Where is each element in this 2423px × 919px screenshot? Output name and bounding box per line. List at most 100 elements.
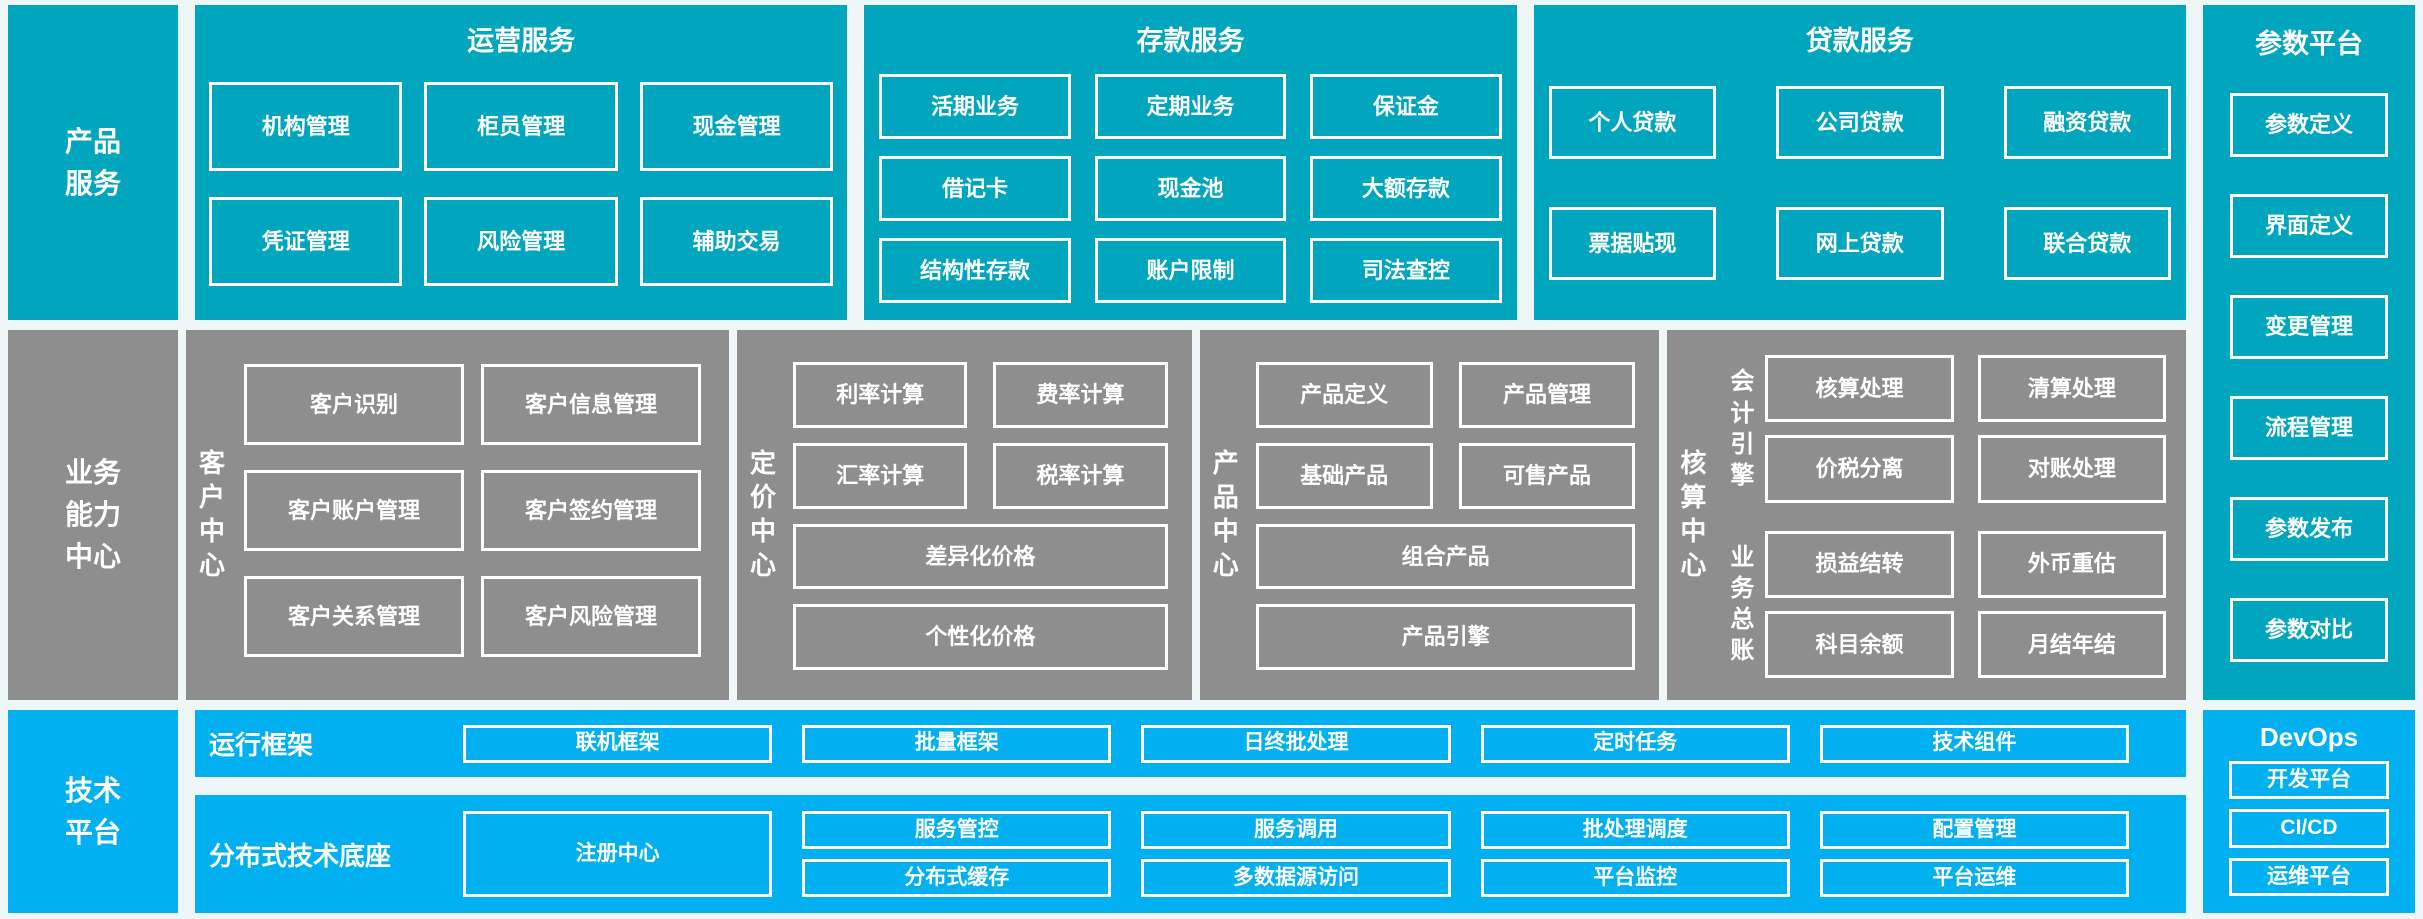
distributed-base-grid: 注册中心 服务管控 服务调用 批处理调度 配置管理 分布式缓存 多数据源访问 平… <box>463 811 2129 897</box>
module-box-bill-discount: 票据贴现 <box>1548 207 1717 280</box>
section-pricing-center: 定价中心 利率计算 费率计算 汇率计算 税率计算 差异化价格 个性化价格 <box>737 330 1192 700</box>
right-column: 参数平台 参数定义 界面定义 变更管理 流程管理 参数发布 参数对比 DevOp… <box>2203 5 2415 913</box>
module-box-financing-loan: 融资贷款 <box>2003 86 2171 159</box>
module-box-interest-rate-calc: 利率计算 <box>793 362 968 428</box>
module-box-teller-mgmt: 柜员管理 <box>424 82 618 171</box>
module-box-month-year-end: 月结年结 <box>1977 610 2167 678</box>
accounting-engine-label: 会计引擎 <box>1730 368 1755 489</box>
module-box-customer-contract-mgmt: 客户签约管理 <box>481 470 702 551</box>
product-center-label: 产品中心 <box>1212 448 1239 580</box>
section-customer-center: 客户中心 客户识别 客户信息管理 客户账户管理 客户签约管理 客户关系管理 客户… <box>186 330 730 700</box>
operations-grid: 机构管理 柜员管理 现金管理 凭证管理 风险管理 辅助交易 <box>195 58 847 320</box>
module-box-customer-identification: 客户识别 <box>244 364 464 445</box>
module-box-product-definition: 产品定义 <box>1255 362 1433 428</box>
product-center-grid: 产品定义 产品管理 基础产品 可售产品 组合产品 产品引擎 <box>1252 330 1660 700</box>
section-title-loan: 贷款服务 <box>1805 26 1914 56</box>
accounting-center-label: 核算中心 <box>1680 448 1707 580</box>
section-operations-services: 运营服务 机构管理 柜员管理 现金管理 凭证管理 风险管理 辅助交易 <box>195 5 848 320</box>
module-box-cash-pool: 现金池 <box>1094 156 1287 221</box>
row-label-technology-platform: 技术 平台 <box>8 710 178 913</box>
module-box-service-governance: 服务管控 <box>802 811 1112 849</box>
section-title-deposit: 存款服务 <box>1136 26 1245 56</box>
row-label-product-services: 产品 服务 <box>8 5 178 320</box>
module-box-batch-framework: 批量框架 <box>802 724 1112 763</box>
module-box-combined-product: 组合产品 <box>1255 523 1636 590</box>
module-box-batch-scheduling: 批处理调度 <box>1480 811 1790 849</box>
module-box-debit-card: 借记卡 <box>879 156 1071 221</box>
module-box-eod-batch: 日终批处理 <box>1141 724 1451 763</box>
module-box-subject-balance: 科目余额 <box>1765 610 1954 678</box>
distributed-base-strip: 分布式技术底座 注册中心 服务管控 服务调用 批处理调度 配置管理 分布式缓存 … <box>195 795 2186 913</box>
module-box-cicd: CI/CD <box>2229 809 2389 848</box>
business-ledger-grid: 损益结转 外币重估 科目余额 月结年结 <box>1765 530 2167 678</box>
module-box-accounting-processing: 核算处理 <box>1765 355 1954 423</box>
module-box-account-restriction: 账户限制 <box>1094 238 1287 303</box>
module-box-customer-relation-mgmt: 客户关系管理 <box>244 576 464 657</box>
module-box-reconciliation: 对账处理 <box>1977 435 2167 503</box>
module-box-ops-platform: 运维平台 <box>2229 857 2389 896</box>
module-box-voucher-mgmt: 凭证管理 <box>209 197 403 286</box>
customer-center-label: 客户中心 <box>198 448 225 580</box>
parameter-platform-list: 参数定义 界面定义 变更管理 流程管理 参数发布 参数对比 <box>2203 61 2415 700</box>
module-box-distributed-cache: 分布式缓存 <box>802 859 1112 897</box>
module-box-joint-loan: 联合贷款 <box>2003 207 2171 280</box>
module-box-multi-datasource: 多数据源访问 <box>1141 859 1451 897</box>
technology-strips: 运行框架 联机框架 批量框架 日终批处理 定时任务 技术组件 分布式技术底座 注… <box>195 710 2186 913</box>
module-box-online-loan: 网上贷款 <box>1776 207 1944 280</box>
module-box-structured-deposit: 结构性存款 <box>879 238 1071 303</box>
section-deposit-services: 存款服务 活期业务 定期业务 保证金 借记卡 现金池 大额存款 结构性存款 账户… <box>864 5 1517 320</box>
module-box-exchange-rate-calc: 汇率计算 <box>793 442 968 509</box>
module-box-interface-definition: 界面定义 <box>2230 194 2388 258</box>
section-accounting-center: 核算中心 会计引擎 核算处理 清算处理 价税分离 对账处理 业务总账 <box>1667 330 2187 700</box>
devops-list: 开发平台 CI/CD 运维平台 <box>2203 753 2415 913</box>
module-box-customer-info-mgmt: 客户信息管理 <box>481 364 702 445</box>
module-box-differentiated-pricing: 差异化价格 <box>793 523 1168 590</box>
module-box-sellable-product: 可售产品 <box>1458 442 1636 509</box>
section-title-operations: 运营服务 <box>467 26 576 56</box>
module-box-margin: 保证金 <box>1310 74 1502 139</box>
module-box-product-engine: 产品引擎 <box>1255 604 1636 670</box>
distributed-base-label: 分布式技术底座 <box>209 840 392 871</box>
loan-grid: 个人贷款 公司贷款 融资贷款 票据贴现 网上贷款 联合贷款 <box>1534 58 2186 320</box>
module-box-customer-risk-mgmt: 客户风险管理 <box>481 576 702 657</box>
product-services-row: 产品 服务 运营服务 机构管理 柜员管理 现金管理 凭证管理 风险管理 辅助交易… <box>8 5 2186 320</box>
module-box-auxiliary-trade: 辅助交易 <box>639 197 834 286</box>
module-box-fee-rate-calc: 费率计算 <box>993 362 1168 428</box>
module-box-platform-monitoring: 平台监控 <box>1480 859 1790 897</box>
module-box-cash-mgmt: 现金管理 <box>639 82 834 171</box>
module-box-risk-mgmt: 风险管理 <box>424 197 618 286</box>
section-parameter-platform: 参数平台 参数定义 界面定义 变更管理 流程管理 参数发布 参数对比 <box>2203 5 2415 700</box>
accounting-engine-group: 会计引擎 核算处理 清算处理 价税分离 对账处理 <box>1719 355 2167 503</box>
module-box-scheduled-tasks: 定时任务 <box>1480 724 1790 763</box>
module-box-pnl-carryover: 损益结转 <box>1765 530 1954 598</box>
module-box-personal-loan: 个人贷款 <box>1548 86 1717 159</box>
accounting-center-groups: 会计引擎 核算处理 清算处理 价税分离 对账处理 业务总账 损益结转 外币重估 <box>1719 330 2186 700</box>
section-loan-services: 贷款服务 个人贷款 公司贷款 融资贷款 票据贴现 网上贷款 联合贷款 <box>1533 5 2186 320</box>
section-devops: DevOps 开发平台 CI/CD 运维平台 <box>2203 710 2415 913</box>
module-box-config-mgmt: 配置管理 <box>1819 811 2129 849</box>
pricing-center-label: 定价中心 <box>750 448 777 580</box>
technology-platform-row: 技术 平台 运行框架 联机框架 批量框架 日终批处理 定时任务 技术组件 分布式… <box>8 710 2186 913</box>
module-box-fx-revaluation: 外币重估 <box>1977 530 2167 598</box>
module-box-online-framework: 联机框架 <box>463 724 773 763</box>
module-box-basic-product: 基础产品 <box>1255 442 1433 509</box>
module-box-platform-ops: 平台运维 <box>1819 859 2129 897</box>
module-box-time-deposit: 定期业务 <box>1094 74 1287 139</box>
module-box-change-mgmt: 变更管理 <box>2230 295 2388 359</box>
parameter-platform-title: 参数平台 <box>2255 29 2363 59</box>
pricing-center-grid: 利率计算 费率计算 汇率计算 税率计算 差异化价格 个性化价格 <box>789 330 1192 700</box>
module-box-dev-platform: 开发平台 <box>2229 761 2389 800</box>
module-box-demand-deposit: 活期业务 <box>879 74 1071 139</box>
main-area: 产品 服务 运营服务 机构管理 柜员管理 现金管理 凭证管理 风险管理 辅助交易… <box>8 5 2187 913</box>
business-capability-row: 业务 能力 中心 客户中心 客户识别 客户信息管理 客户账户管理 客户签约管理 … <box>8 330 2187 700</box>
module-box-clearing-processing: 清算处理 <box>1977 355 2167 423</box>
section-product-center: 产品中心 产品定义 产品管理 基础产品 可售产品 组合产品 产品引擎 <box>1199 330 1660 700</box>
runtime-framework-strip: 运行框架 联机框架 批量框架 日终批处理 定时任务 技术组件 <box>195 710 2186 777</box>
module-box-personalized-pricing: 个性化价格 <box>793 604 1168 670</box>
module-box-corporate-loan: 公司贷款 <box>1776 86 1944 159</box>
module-box-judicial-control: 司法查控 <box>1310 238 1502 303</box>
accounting-engine-grid: 核算处理 清算处理 价税分离 对账处理 <box>1765 355 2167 503</box>
runtime-framework-grid: 联机框架 批量框架 日终批处理 定时任务 技术组件 <box>463 724 2129 763</box>
module-box-parameter-definition: 参数定义 <box>2230 93 2388 157</box>
